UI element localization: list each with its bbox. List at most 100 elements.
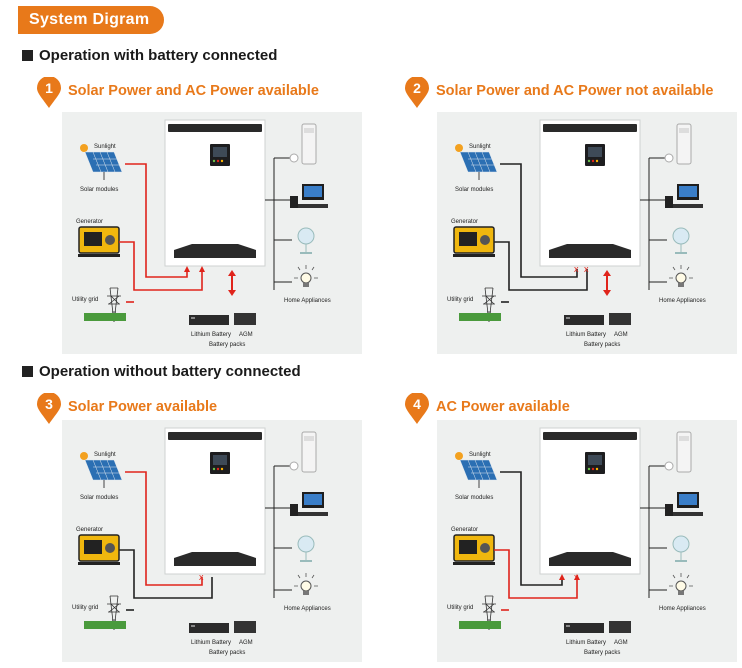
scenario-title: Solar Power and AC Power available — [68, 83, 319, 99]
sunlight-label: Sunlight — [469, 144, 491, 150]
generator-icon — [78, 534, 120, 565]
generator-label: Generator — [451, 219, 478, 225]
agm-battery-icon — [234, 621, 256, 633]
section-heading-text: Operation without battery connected — [39, 363, 301, 380]
lithium-battery-label: Lithium Battery — [191, 332, 231, 338]
generator-to-inverter-wire — [494, 549, 578, 599]
solar-to-inverter-wire — [125, 163, 188, 278]
diagram-panel-2: Sunlight Solar modules Generator Utility… — [437, 112, 737, 354]
battery-bidirectional-arrow-icon — [603, 270, 611, 296]
utility-grid-label: Utility grid — [72, 297, 98, 303]
wires — [494, 465, 667, 611]
generator-label: Generator — [76, 527, 103, 533]
x-cross-icon: x — [574, 264, 579, 274]
arrow-up-icon — [184, 266, 190, 272]
solar-to-inverter-wire — [500, 163, 578, 278]
battery-packs-label: Battery packs — [209, 342, 245, 348]
home-appliances-label: Home Appliances — [659, 298, 706, 304]
wires — [119, 465, 292, 611]
section-heading-without-battery: Operation without battery connected — [22, 363, 301, 380]
agm-label: AGM — [614, 640, 628, 646]
computer-icon — [290, 492, 328, 516]
solar-modules-label: Solar modules — [80, 187, 118, 193]
svg-text:3: 3 — [45, 396, 53, 412]
lithium-battery-label: Lithium Battery — [566, 332, 606, 338]
computer-icon — [665, 184, 703, 208]
home-appliances-label: Home Appliances — [659, 606, 706, 612]
lithium-battery-label: Lithium Battery — [191, 640, 231, 646]
section-heading-with-battery: Operation with battery connected — [22, 47, 277, 64]
inverter-unit-icon — [164, 427, 266, 575]
lithium-battery-icon — [189, 315, 229, 325]
grass-ground-icon — [84, 313, 126, 321]
svg-text:4: 4 — [413, 396, 421, 412]
agm-label: AGM — [614, 332, 628, 338]
lithium-battery-icon — [189, 623, 229, 633]
light-bulb-icon — [669, 265, 693, 287]
scenario-title: Solar Power and AC Power not available — [436, 83, 714, 99]
air-conditioner-icon — [664, 123, 692, 165]
sunlight-label: Sunlight — [469, 452, 491, 458]
air-conditioner-icon — [664, 431, 692, 473]
solar-modules-label: Solar modules — [80, 495, 118, 501]
utility-grid-tower-icon — [482, 287, 496, 323]
generator-to-inverter-wire — [119, 549, 213, 599]
arrow-up-icon — [199, 266, 205, 272]
page-title: System Digram — [29, 11, 150, 28]
sunlight-label: Sunlight — [94, 452, 116, 458]
light-bulb-icon — [294, 573, 318, 595]
output-to-appliances-wire — [640, 465, 667, 598]
generator-label: Generator — [451, 527, 478, 533]
light-bulb-icon — [669, 573, 693, 595]
generator-label: Generator — [76, 219, 103, 225]
agm-label: AGM — [239, 332, 253, 338]
solar-to-inverter-wire — [500, 471, 563, 586]
agm-battery-icon — [609, 313, 631, 325]
scenario-title: AC Power available — [436, 399, 570, 415]
fan-icon — [672, 227, 690, 254]
air-conditioner-icon — [289, 431, 317, 473]
computer-icon — [665, 492, 703, 516]
diagram-panel-3: Sunlight Solar modules Generator Utility… — [62, 420, 362, 662]
battery-packs-label: Battery packs — [584, 342, 620, 348]
lithium-battery-icon — [564, 623, 604, 633]
map-pin-number-icon: 2 — [405, 77, 429, 108]
scenario-title: Solar Power available — [68, 399, 218, 415]
generator-icon — [453, 226, 495, 257]
generator-icon — [78, 226, 120, 257]
fan-icon — [297, 227, 315, 254]
inverter-unit-icon — [539, 119, 641, 267]
utility-grid-label: Utility grid — [72, 605, 98, 611]
solar-panel-icon — [80, 452, 123, 488]
utility-grid-tower-icon — [482, 595, 496, 631]
x-cross-icon: x — [199, 572, 204, 582]
system-diagram-title-tab: System Digram — [18, 6, 164, 34]
output-to-appliances-wire — [265, 465, 292, 598]
grass-ground-icon — [84, 621, 126, 629]
output-to-appliances-wire — [640, 157, 667, 290]
battery-packs-label: Battery packs — [584, 650, 620, 656]
square-bullet-icon — [22, 366, 33, 377]
map-pin-number-icon: 3 — [37, 393, 61, 424]
utility-grid-tower-icon — [107, 287, 121, 323]
output-to-appliances-wire — [265, 157, 292, 290]
agm-battery-icon — [234, 313, 256, 325]
utility-grid-tower-icon — [107, 595, 121, 631]
computer-icon — [290, 184, 328, 208]
fan-icon — [672, 535, 690, 562]
home-appliances-label: Home Appliances — [284, 606, 331, 612]
lithium-battery-label: Lithium Battery — [566, 640, 606, 646]
arrow-up-icon — [559, 574, 565, 580]
utility-grid-label: Utility grid — [447, 297, 473, 303]
diagram-panel-1: Sunlight Solar modules Generator Utility… — [62, 112, 362, 354]
air-conditioner-icon — [289, 123, 317, 165]
solar-to-inverter-wire — [125, 471, 203, 586]
battery-packs-label: Battery packs — [209, 650, 245, 656]
svg-text:1: 1 — [45, 80, 53, 96]
solar-panel-icon — [80, 144, 123, 180]
inverter-unit-icon — [539, 427, 641, 575]
light-bulb-icon — [294, 265, 318, 287]
grass-ground-icon — [459, 621, 501, 629]
map-pin-number-icon: 4 — [405, 393, 429, 424]
wires — [119, 157, 292, 303]
